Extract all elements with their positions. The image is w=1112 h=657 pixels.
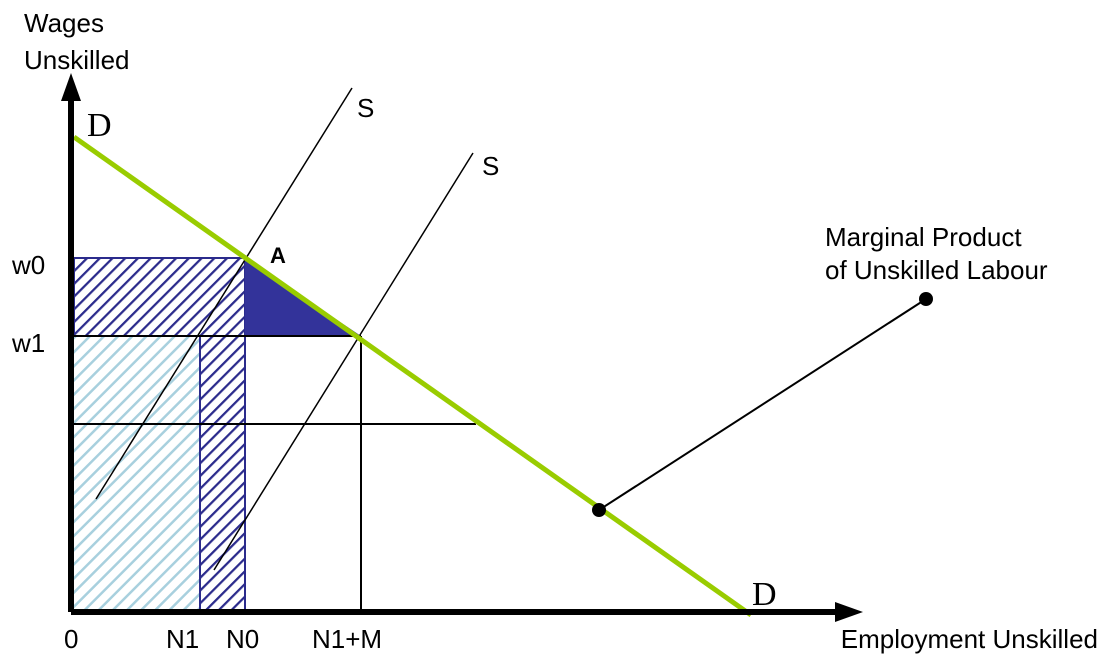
annotation-line2: of Unskilled Labour (825, 255, 1048, 285)
annotation-dot-on-curve (592, 503, 606, 517)
w1-label: w1 (11, 328, 45, 358)
origin-label: 0 (64, 624, 78, 654)
supply-curve-2 (213, 152, 474, 571)
n1-label: N1 (166, 624, 199, 654)
demand-label-bottom: D (752, 576, 777, 613)
light-hatched-region (74, 336, 200, 612)
n0-label: N0 (226, 624, 259, 654)
y-axis-arrowhead (61, 73, 81, 101)
annotation-line1: Marginal Product (825, 222, 1022, 252)
annotation-dot-end (919, 292, 933, 306)
demand-curve (72, 134, 753, 618)
annotation-pointer-line (598, 298, 927, 511)
x-axis-label: Employment Unskilled (841, 624, 1098, 654)
supply-label-2: S (482, 151, 499, 181)
demand-label-top: D (87, 107, 112, 144)
supply-label-1: S (357, 93, 374, 123)
x-axis-arrowhead (835, 602, 863, 622)
w0-label: w0 (11, 250, 45, 280)
y-axis-label-line2: Unskilled (24, 45, 130, 75)
y-axis-label-line1: Wages (24, 8, 104, 38)
n1m-label: N1+M (312, 624, 382, 654)
supply-curve-1 (95, 87, 353, 500)
point-a-label: A (270, 243, 286, 268)
